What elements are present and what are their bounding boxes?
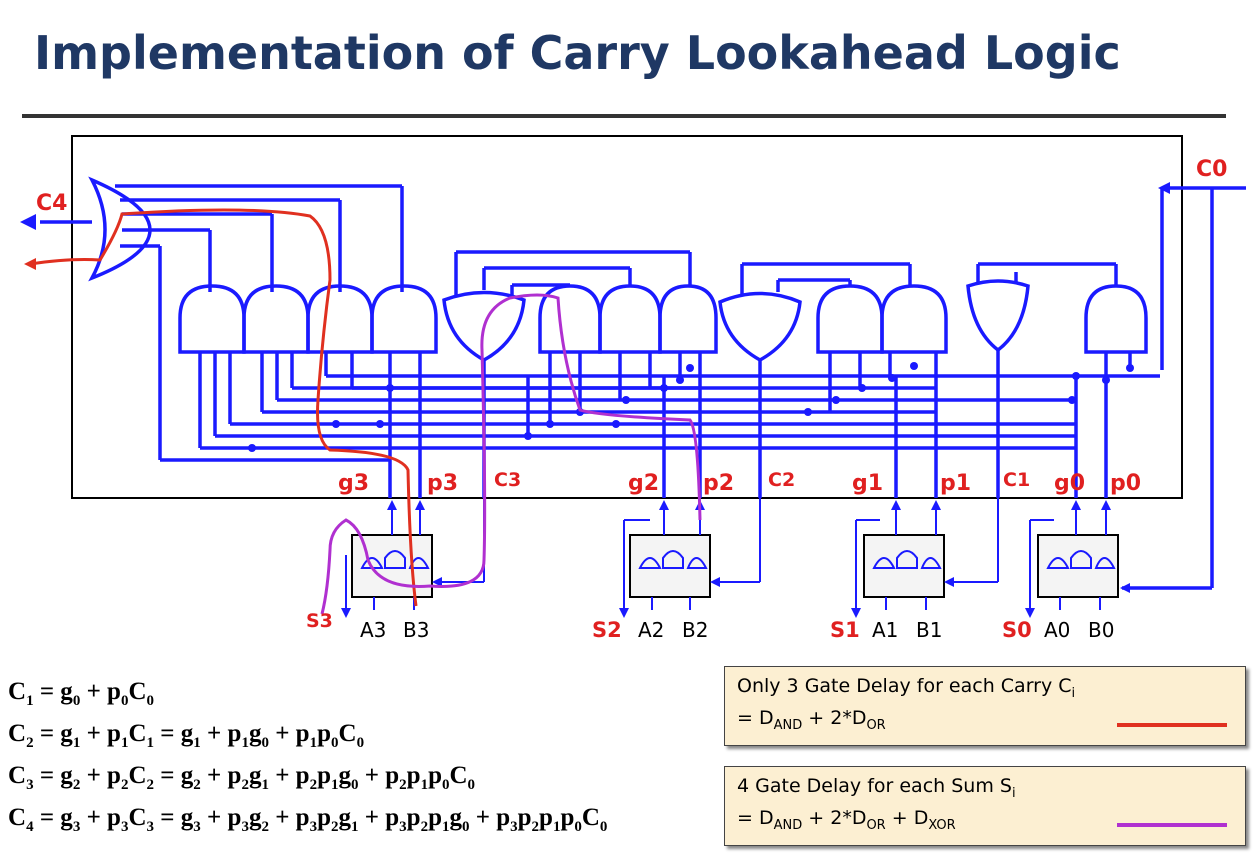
page-title: Implementation of Carry Lookahead Logic [34, 26, 1121, 80]
label-a1: A1 [872, 618, 898, 642]
label-b2: B2 [682, 618, 708, 642]
and-gate-c4-2 [242, 284, 310, 354]
adder-bit2 [629, 534, 711, 598]
carry-delay-title: Only 3 Gate Delay for each Carry Ci [737, 675, 1076, 701]
equation-c1: C1 = g0 + p0C0 [8, 678, 155, 709]
label-a3: A3 [360, 618, 386, 642]
sum-delay-formula: = DAND + 2*DOR + DXOR [737, 807, 956, 833]
and-gate-c3-2 [598, 284, 662, 354]
carry-critical-path [29, 208, 418, 607]
c4-or-gate [88, 176, 152, 282]
label-a2: A2 [638, 618, 664, 642]
label-s3: S3 [306, 610, 333, 632]
label-c0: C0 [1196, 157, 1227, 182]
sum-path-swatch [1117, 823, 1227, 827]
label-a0: A0 [1044, 618, 1070, 642]
sum-critical-path [320, 293, 702, 615]
label-b0: B0 [1088, 618, 1114, 642]
label-b1: B1 [916, 618, 942, 642]
and-gate-c3-3 [658, 284, 718, 354]
label-s2: S2 [592, 618, 622, 642]
clu-block [71, 135, 1183, 499]
sum-delay-legend: 4 Gate Delay for each Sum Si = DAND + 2*… [724, 766, 1246, 846]
label-g3: g3 [338, 471, 369, 496]
and-gate-c2-1 [816, 284, 884, 354]
label-g1: g1 [852, 471, 883, 496]
c3-or-gate [442, 290, 526, 363]
label-c2: C2 [768, 469, 795, 491]
and-gate-c4-4 [370, 284, 438, 354]
title-divider [22, 114, 1226, 118]
adder-bit0 [1037, 534, 1119, 598]
and-gate-c1 [1084, 284, 1148, 354]
label-p1: p1 [940, 471, 971, 496]
equation-c2: C2 = g1 + p1C1 = g1 + p1g0 + p1p0C0 [8, 720, 365, 751]
and-gate-c2-2 [880, 284, 948, 354]
equation-c4: C4 = g3 + p3C3 = g3 + p3g2 + p3p2g1 + p3… [8, 804, 608, 835]
label-c4: C4 [36, 191, 67, 216]
sum-delay-title: 4 Gate Delay for each Sum Si [737, 775, 1016, 801]
label-s1: S1 [830, 618, 860, 642]
carry-delay-legend: Only 3 Gate Delay for each Carry Ci = DA… [724, 666, 1246, 746]
label-s0: S0 [1002, 618, 1032, 642]
label-g2: g2 [628, 471, 659, 496]
adder-blocks [341, 498, 1130, 618]
label-g0: g0 [1054, 471, 1085, 496]
adder-bit1 [863, 534, 945, 598]
and-gate-c4-3 [306, 284, 374, 354]
carry-delay-formula: = DAND + 2*DOR [737, 707, 886, 733]
label-p2: p2 [703, 471, 734, 496]
c2-or-gate [718, 291, 802, 363]
label-p3: p3 [427, 471, 458, 496]
and-gate-c4-1 [178, 284, 246, 354]
label-b3: B3 [403, 618, 429, 642]
label-p0: p0 [1110, 471, 1141, 496]
carry-path-swatch [1117, 723, 1227, 727]
equation-c3: C3 = g2 + p2C2 = g2 + p2g1 + p2p1g0 + p2… [8, 762, 476, 793]
label-c1: C1 [1003, 469, 1030, 491]
label-c3: C3 [494, 469, 521, 491]
c1-or-gate [966, 279, 1030, 353]
